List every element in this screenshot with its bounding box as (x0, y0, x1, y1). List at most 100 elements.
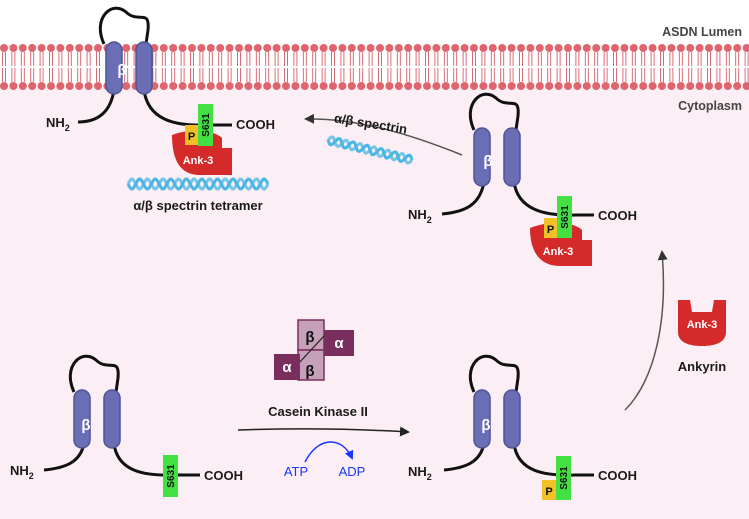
beta-subunit-label: β (117, 62, 126, 79)
lipid-head (629, 44, 638, 52)
lipid-head (714, 82, 723, 90)
atp-adp-arrow (304, 441, 354, 463)
lipid-head (56, 44, 65, 52)
s631-tag (163, 455, 178, 497)
lipid-head (479, 44, 488, 52)
lipid-head (695, 82, 704, 90)
spectrin-strand (126, 177, 270, 191)
casein-kinase-ii: β β α α (274, 319, 354, 381)
lipid-head (451, 82, 460, 90)
lipid-head (65, 44, 74, 52)
lipid-head (573, 82, 582, 90)
lipid-head (338, 82, 347, 90)
lipid-head (329, 82, 337, 90)
atp-label: ATP (284, 464, 308, 479)
lipid-head (47, 82, 55, 90)
tm-helix-1 (105, 41, 123, 95)
ankyrin-label: Ankyrin (678, 359, 726, 374)
lipid-head (263, 44, 272, 52)
spectrin-strand (326, 135, 414, 165)
phospho-label: P (188, 131, 195, 143)
lipid-head (291, 82, 300, 90)
tm-helix-2 (503, 389, 521, 449)
lipid-head (667, 44, 676, 52)
lipid-head (18, 44, 27, 52)
lipid-head (376, 44, 384, 52)
lipid-head (9, 44, 18, 52)
kinase-label: Casein Kinase II (268, 404, 368, 419)
lipid-head (488, 44, 497, 52)
tm-helix-1 (473, 389, 491, 449)
lipid-head (310, 44, 319, 52)
nh2-label: NH2 (408, 207, 432, 225)
lipid-head (564, 82, 572, 90)
lipid-head (319, 82, 328, 90)
lipid-head (451, 44, 460, 52)
lipid-head (676, 44, 685, 52)
lipid-head (441, 82, 450, 90)
nh2-label: NH2 (10, 463, 34, 481)
kinase-beta-subunit-bottom (297, 349, 325, 381)
nh2-label: NH2 (408, 464, 432, 482)
lipid-head (404, 82, 413, 90)
lipid-head (667, 82, 676, 90)
spectrin-binding-arrow (304, 113, 463, 156)
kinase-alpha-label-left: α (282, 359, 292, 376)
lipid-head (601, 82, 610, 90)
lipid-head (263, 82, 272, 90)
lipid-head (122, 44, 131, 52)
lipid-head (686, 44, 695, 52)
spectrin-tetramer-label: α/β spectrin tetramer (133, 198, 262, 213)
lipid-head (159, 44, 168, 52)
lipid-head (592, 82, 601, 90)
lipid-head (84, 82, 93, 90)
n-terminal-tail (441, 181, 486, 216)
lipid-head (423, 44, 431, 52)
lipid-head (423, 82, 431, 90)
ankyrin-binding-arrow (624, 250, 668, 411)
lipid-head (742, 82, 749, 90)
lipid-head (648, 82, 657, 90)
kinase-alpha-subunit-left (274, 354, 300, 380)
lipid-head (705, 44, 713, 52)
lipid-head (611, 44, 619, 52)
lipid-head (84, 44, 93, 52)
lipid-head (376, 82, 384, 90)
lipid-head (413, 82, 422, 90)
lipid-head (9, 82, 18, 90)
cooh-label: COOH (204, 468, 243, 483)
lipid-head (235, 82, 243, 90)
ank3-label: Ank-3 (543, 246, 574, 258)
lipid-head (432, 44, 441, 52)
lipid-head (347, 82, 356, 90)
lipid-head (197, 82, 206, 90)
lipid-head (723, 44, 732, 52)
lipid-head (282, 82, 290, 90)
beta-subunit-label: β (481, 417, 490, 434)
lipid-head (517, 82, 525, 90)
lipid-head (216, 44, 225, 52)
lipid-head (235, 44, 243, 52)
lipid-head (629, 82, 638, 90)
lipid-head (611, 82, 619, 90)
phospho-label: P (547, 224, 554, 236)
extracellular-loop (468, 354, 520, 393)
lipid-head (620, 44, 629, 52)
lipid-head (28, 82, 37, 90)
lipid-head (441, 44, 450, 52)
lipid-head (470, 82, 478, 90)
lipid-head (94, 44, 102, 52)
nh2-label: NH2 (46, 115, 70, 133)
lipid-head (639, 44, 648, 52)
lipid-head (488, 82, 497, 90)
tm-helix-2 (503, 127, 521, 187)
lipid-head (545, 82, 554, 90)
lipid-head (244, 44, 253, 52)
lipid-head (56, 82, 65, 90)
lipid-head (517, 44, 525, 52)
lipid-head (329, 44, 337, 52)
lipid-head (357, 82, 366, 90)
lipid-head (639, 82, 648, 90)
lipid-head (300, 44, 309, 52)
beta-subunit-label: β (483, 153, 492, 170)
